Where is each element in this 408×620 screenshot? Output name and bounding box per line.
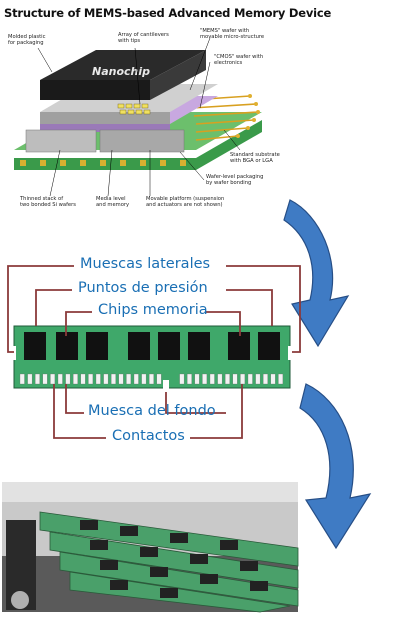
- contact-pin: [88, 374, 93, 384]
- contact-pin: [142, 374, 147, 384]
- contact-pin: [271, 374, 276, 384]
- ram-module: [8, 326, 296, 390]
- contact-pin: [35, 374, 40, 384]
- contact-pin: [263, 374, 268, 384]
- contact-pin: [218, 374, 223, 384]
- contact-pin: [278, 374, 283, 384]
- caption-substrate: Standard substrate with BGA or LGA: [230, 152, 280, 164]
- contact-pin: [233, 374, 238, 384]
- contact-pin: [180, 374, 185, 384]
- contact-pin: [134, 374, 139, 384]
- contact-pin: [149, 374, 154, 384]
- contact-pin: [202, 374, 207, 384]
- contact-pin: [210, 374, 215, 384]
- contact-pin: [43, 374, 48, 384]
- contact-pin: [20, 374, 25, 384]
- contact-pin: [111, 374, 116, 384]
- side-notch-right: [288, 346, 296, 360]
- label-bottom-notch: Muesca del fondo: [88, 403, 216, 419]
- contact-pin: [50, 374, 55, 384]
- molded-package-front: [40, 80, 150, 100]
- contact-pin: [58, 374, 63, 384]
- caption-mems-wafer: "MEMS" wafer with movable micro-structur…: [200, 28, 264, 40]
- contact-pin: [96, 374, 101, 384]
- flow-arrow-1: [284, 200, 348, 346]
- contact-pin: [157, 374, 162, 384]
- bottom-notch: [163, 380, 169, 390]
- caption-thinned-stack: Thinned stack of two bonded Si wafers: [20, 196, 76, 208]
- ram-photo: [2, 482, 298, 612]
- mems-wafer-side: [40, 112, 170, 124]
- contact-pin: [240, 374, 245, 384]
- contact-pin: [73, 374, 78, 384]
- contact-pin: [104, 374, 109, 384]
- caption-molded-plastic: Molded plastic for packaging: [8, 34, 45, 46]
- die-block: [26, 130, 96, 152]
- caption-movable-platform: Movable platform (suspension and actuato…: [146, 196, 224, 208]
- caption-array-levers: Array of cantilevers with tips: [118, 32, 169, 44]
- label-side-notches: Muescas laterales: [80, 256, 210, 272]
- gold-contacts: [20, 374, 283, 384]
- label-memory-chips: Chips memoria: [98, 302, 208, 318]
- label-contacts: Contactos: [112, 428, 185, 444]
- contact-pin: [126, 374, 130, 384]
- substrate-pads: [20, 160, 186, 166]
- contact-pin: [187, 374, 192, 384]
- label-pressure-points: Puntos de presión: [78, 280, 208, 296]
- chip-brand-label: Nanochip: [92, 65, 150, 78]
- caption-wafer-packaging: Wafer-level packaging by wafer bonding: [206, 174, 263, 186]
- contact-pin: [28, 374, 32, 384]
- caption-cmos-wafer: "CMOS" wafer with electronics: [214, 54, 263, 66]
- die-block-2: [100, 130, 184, 152]
- contact-pin: [195, 374, 200, 384]
- contact-pin: [248, 374, 253, 384]
- contact-pin: [256, 374, 261, 384]
- contact-pin: [66, 374, 71, 384]
- side-notch-left: [8, 346, 16, 360]
- contact-pin: [119, 374, 124, 384]
- contact-pin: [81, 374, 86, 384]
- contact-pin: [225, 374, 230, 384]
- caption-media-level: Media level and memory: [96, 196, 129, 208]
- flow-arrow-2: [300, 384, 370, 548]
